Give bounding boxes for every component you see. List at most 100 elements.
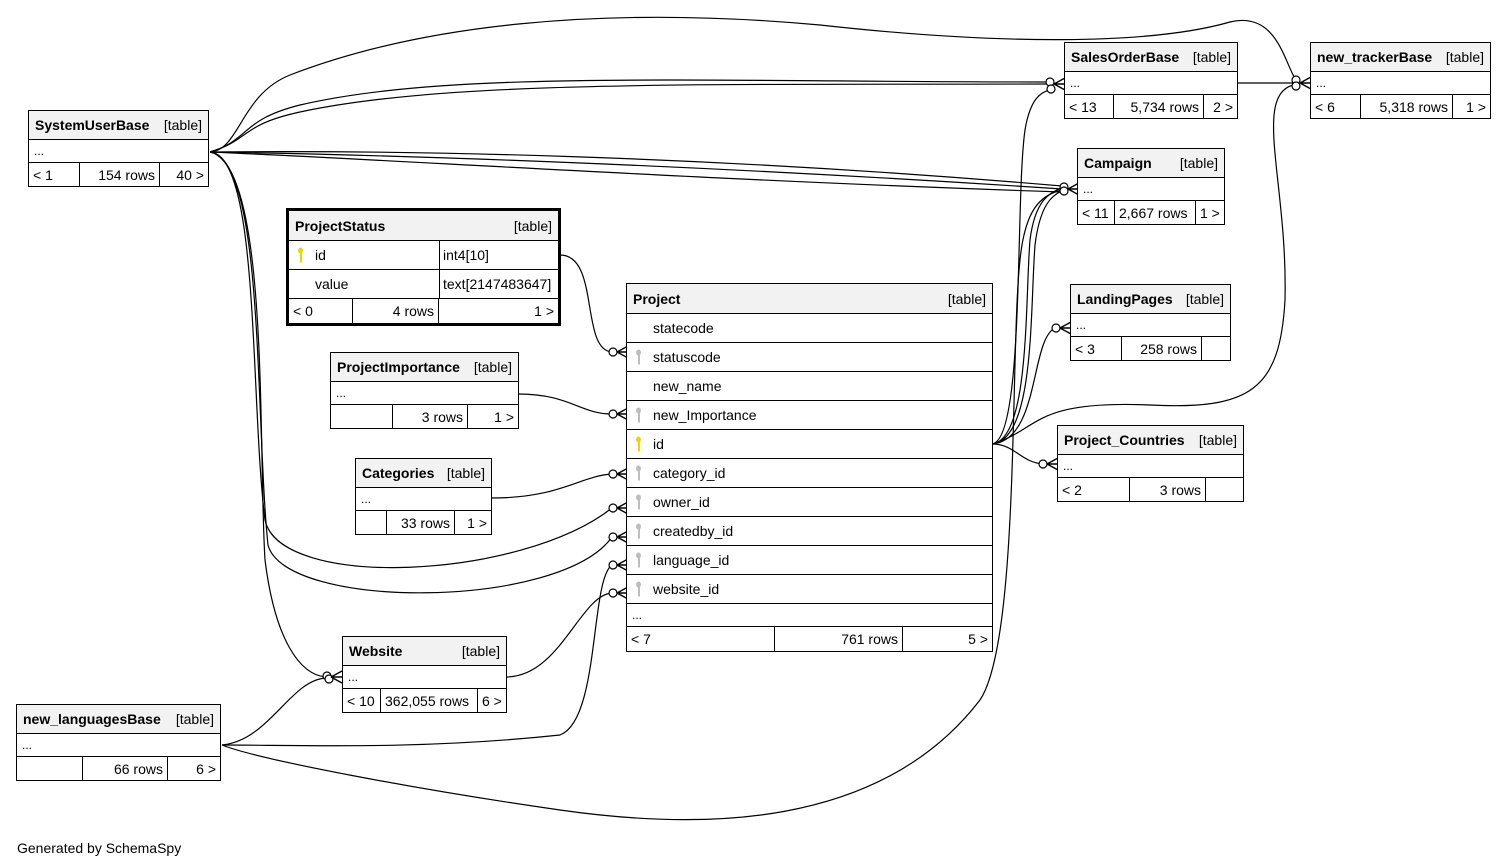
parents-count[interactable]: < 3 bbox=[1071, 337, 1122, 360]
column-createdby-id[interactable]: createdby_id bbox=[627, 517, 992, 546]
row-count: 33 rows bbox=[387, 511, 455, 534]
row-count: 66 rows bbox=[83, 757, 168, 780]
parents-count[interactable] bbox=[17, 757, 83, 780]
table-header: SalesOrderBase[table] bbox=[1065, 43, 1237, 72]
columns-ellipsis: ... bbox=[1311, 72, 1490, 95]
table-footer: < 1 154 rows 40 > bbox=[29, 163, 208, 186]
column-statecode[interactable]: statecode bbox=[627, 314, 992, 343]
table-name: Categories bbox=[362, 465, 435, 481]
column-id[interactable]: id bbox=[627, 430, 992, 459]
table-type: [table] bbox=[175, 711, 214, 727]
children-count[interactable] bbox=[1202, 337, 1230, 360]
columns-ellipsis: ... bbox=[331, 382, 518, 405]
parents-count[interactable]: < 10 bbox=[343, 689, 381, 712]
columns-ellipsis: ... bbox=[356, 488, 491, 511]
table-type: [table] bbox=[446, 465, 485, 481]
columns-ellipsis: ... bbox=[1071, 314, 1230, 337]
column-new-name[interactable]: new_name bbox=[627, 372, 992, 401]
parents-count[interactable] bbox=[356, 511, 387, 534]
column-type: text[2147483647] bbox=[439, 270, 558, 298]
foreign-key-icon bbox=[636, 494, 641, 510]
parents-count[interactable] bbox=[331, 405, 393, 428]
row-count: 4 rows bbox=[353, 299, 439, 323]
column-category-id[interactable]: category_id bbox=[627, 459, 992, 488]
children-count[interactable]: 6 > bbox=[196, 760, 216, 777]
parents-count[interactable]: < 7 bbox=[627, 627, 775, 651]
table-name: new_languagesBase bbox=[23, 711, 161, 727]
edge-project-campaign-1 bbox=[991, 187, 1063, 445]
table-projectstatus[interactable]: ProjectStatus[table] id int4[10] value t… bbox=[286, 208, 561, 326]
primary-key-icon bbox=[298, 247, 303, 263]
table-projectimportance[interactable]: ProjectImportance[table] ... 3 rows 1 > bbox=[330, 352, 519, 429]
table-name: Project_Countries bbox=[1064, 432, 1185, 448]
column-row[interactable]: id int4[10] bbox=[289, 241, 558, 270]
children-count[interactable]: 1 > bbox=[467, 514, 487, 531]
table-website[interactable]: Website[table] ... < 10 362,055 rows 6 > bbox=[342, 636, 507, 713]
table-type: [table] bbox=[1192, 49, 1231, 65]
table-landingpages[interactable]: LandingPages[table] ... < 3 258 rows bbox=[1070, 284, 1231, 361]
columns-ellipsis: ... bbox=[17, 734, 220, 757]
column-name: id bbox=[315, 247, 326, 263]
table-categories[interactable]: Categories [table] ... 33 rows 1 > bbox=[355, 458, 492, 535]
table-project[interactable]: Project[table] statecode statuscode new_… bbox=[626, 283, 993, 652]
parents-count[interactable]: < 1 bbox=[29, 163, 80, 186]
columns-ellipsis: ... bbox=[1058, 455, 1243, 478]
primary-key-icon bbox=[636, 436, 641, 452]
table-type: [table] bbox=[1179, 155, 1218, 171]
table-project-countries[interactable]: Project_Countries[table] ... < 2 3 rows bbox=[1057, 425, 1244, 502]
children-count[interactable]: 1 > bbox=[534, 303, 554, 319]
foreign-key-icon bbox=[636, 465, 641, 481]
column-owner-id[interactable]: owner_id bbox=[627, 488, 992, 517]
column-name: category_id bbox=[653, 465, 726, 481]
children-count[interactable]: 2 > bbox=[1213, 98, 1233, 115]
table-header: new_languagesBase [table] bbox=[17, 705, 220, 734]
columns-ellipsis: ... bbox=[29, 140, 208, 163]
edge-project-tracker bbox=[991, 83, 1299, 445]
parents-count[interactable]: < 13 bbox=[1065, 95, 1114, 118]
children-count[interactable] bbox=[1206, 478, 1243, 501]
column-row[interactable]: value text[2147483647] bbox=[289, 270, 558, 299]
table-campaign[interactable]: Campaign[table] ... < 11 2,667 rows 1 > bbox=[1077, 148, 1225, 225]
foreign-key-icon bbox=[636, 407, 641, 423]
foreign-key-icon bbox=[636, 552, 641, 568]
column-name: new_name bbox=[653, 378, 722, 394]
table-type: [table] bbox=[473, 359, 512, 375]
table-salesorderbase[interactable]: SalesOrderBase[table] ... < 13 5,734 row… bbox=[1064, 42, 1238, 119]
column-name: value bbox=[315, 276, 349, 292]
table-systemuserbase[interactable]: SystemUserBase [table] ... < 1 154 rows 4… bbox=[28, 110, 209, 187]
column-language-id[interactable]: language_id bbox=[627, 546, 992, 575]
children-count[interactable]: 40 > bbox=[176, 166, 204, 183]
column-new-importance[interactable]: new_Importance bbox=[627, 401, 992, 430]
foreign-key-icon bbox=[636, 523, 641, 539]
column-statuscode[interactable]: statuscode bbox=[627, 343, 992, 372]
children-count[interactable]: 5 > bbox=[968, 631, 988, 647]
row-count: 362,055 rows bbox=[381, 689, 478, 712]
children-count[interactable]: 6 > bbox=[482, 692, 502, 709]
foreign-key-icon bbox=[636, 349, 641, 365]
table-footer: < 13 5,734 rows 2 > bbox=[1065, 95, 1237, 118]
row-count: 3 rows bbox=[393, 405, 468, 428]
row-count: 5,318 rows bbox=[1361, 95, 1453, 118]
table-footer: < 6 5,318 rows 1 > bbox=[1311, 95, 1490, 118]
column-website-id[interactable]: website_id bbox=[627, 575, 992, 604]
row-count: 5,734 rows bbox=[1114, 95, 1204, 118]
table-new-trackerbase[interactable]: new_trackerBase[table] ... < 6 5,318 row… bbox=[1310, 42, 1491, 119]
parents-count[interactable]: < 11 bbox=[1078, 201, 1115, 224]
parents-count[interactable]: < 0 bbox=[289, 299, 353, 323]
table-type: [table] bbox=[163, 117, 202, 133]
parents-count[interactable]: < 2 bbox=[1058, 478, 1130, 501]
table-footer: < 3 258 rows bbox=[1071, 337, 1230, 360]
table-name: LandingPages bbox=[1077, 291, 1173, 307]
table-footer: < 2 3 rows bbox=[1058, 478, 1243, 501]
table-name: Project bbox=[633, 290, 681, 307]
parents-count[interactable]: < 6 bbox=[1311, 95, 1361, 118]
column-name: new_Importance bbox=[653, 407, 757, 423]
table-name: SystemUserBase bbox=[35, 117, 150, 133]
table-new-languagesbase[interactable]: new_languagesBase [table] ... 66 rows 6 > bbox=[16, 704, 221, 781]
columns-ellipsis: ... bbox=[1078, 178, 1224, 201]
children-count[interactable]: 1 > bbox=[494, 408, 514, 425]
children-count[interactable]: 1 > bbox=[1200, 204, 1220, 221]
edge-project-countries bbox=[991, 443, 1044, 465]
edge-status-project bbox=[559, 254, 613, 353]
children-count[interactable]: 1 > bbox=[1466, 98, 1486, 115]
